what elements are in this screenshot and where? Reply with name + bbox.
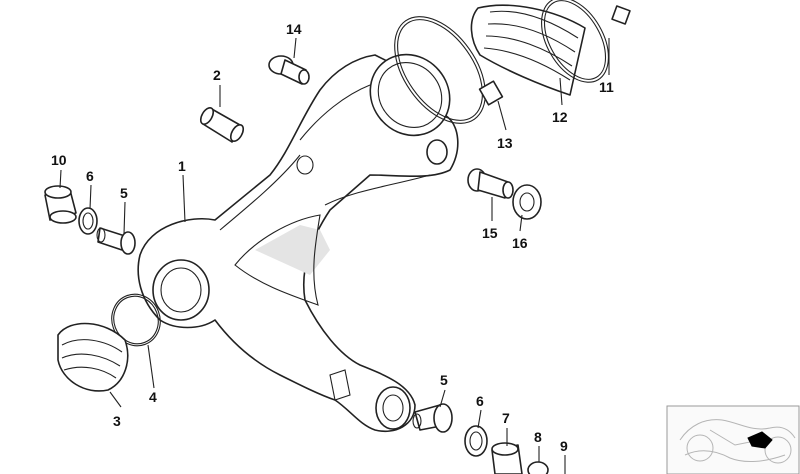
callout-14: 14: [286, 21, 302, 37]
callout-labels: 1 2 3 4 5 5 6 6 7 8 9 10 11 12 13 14 15 …: [51, 21, 614, 454]
callout-8: 8: [534, 429, 542, 445]
highlighted-swing-arm-marker: [747, 431, 773, 449]
callout-2: 2: [213, 67, 221, 83]
callout-5-bottom: 5: [440, 372, 448, 388]
boot-clamp-part: [541, 0, 631, 83]
callout-1: 1: [178, 158, 186, 174]
callout-15: 15: [482, 225, 498, 241]
hose-clamp-part: [394, 16, 504, 124]
callout-13: 13: [497, 135, 513, 151]
circlip-part: [111, 293, 161, 347]
bolt-15-part: [467, 168, 514, 199]
seal-ring-6-left-part: [78, 207, 98, 235]
callout-6-left: 6: [86, 168, 94, 184]
bolt-14-part: [268, 55, 310, 85]
callout-3: 3: [113, 413, 121, 429]
vehicle-location-thumbnail-icon: [666, 405, 800, 474]
rubber-boot-part: [470, 4, 586, 96]
callout-16: 16: [512, 235, 528, 251]
washer-8-part: [527, 461, 549, 474]
pin-5-left-part: [96, 227, 136, 255]
callout-11: 11: [599, 79, 614, 95]
callout-10: 10: [51, 152, 67, 168]
callout-5-left: 5: [120, 185, 128, 201]
callout-9: 9: [560, 438, 568, 454]
bushing-10-part: [44, 185, 77, 224]
callout-4: 4: [149, 389, 157, 405]
boot-3-part: [57, 322, 129, 392]
callout-7: 7: [502, 410, 510, 426]
bushing-7-part: [491, 442, 523, 474]
leader-lines: [59, 37, 610, 474]
callout-12: 12: [552, 109, 568, 125]
sleeve-part: [199, 107, 245, 143]
callout-6-bottom: 6: [476, 393, 484, 409]
swing-arm-part: [137, 53, 459, 432]
pin-5-bottom-part: [412, 403, 453, 433]
nut-16-part: [512, 184, 542, 220]
seal-ring-6-bottom-part: [464, 425, 488, 457]
